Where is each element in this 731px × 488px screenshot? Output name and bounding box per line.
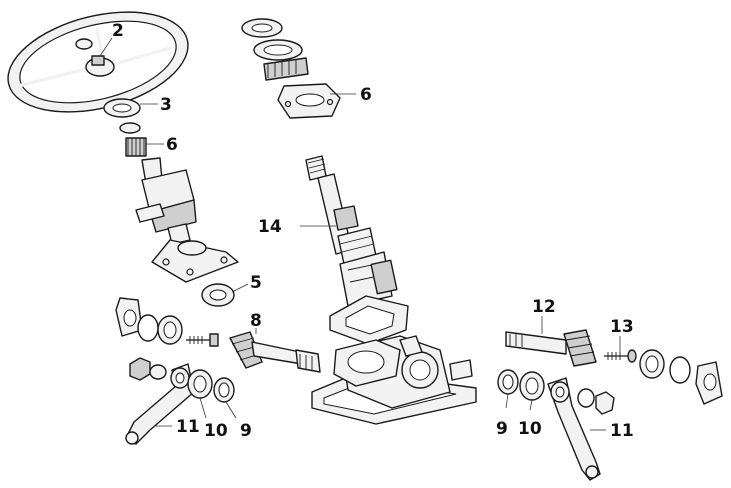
callout-10-left: 10 [204,421,228,441]
callout-6-left: 6 [166,135,178,155]
column-housing [135,157,239,283]
right-bushing-part-10 [519,371,545,401]
right-seal-part-9 [497,369,519,395]
callout-9-left: 9 [240,421,252,441]
callout-5: 5 [250,273,262,293]
bearing-stack-part-6 [241,18,341,119]
left-nut [129,357,151,381]
left-pitman-arm-part-11 [125,363,195,445]
callout-9-right: 9 [496,419,508,439]
sector-shaft-part-12 [505,329,597,367]
right-oring [669,356,691,384]
left-washer [149,364,167,380]
right-pitman-arm-part-11 [547,377,601,481]
callout-13: 13 [610,317,634,337]
worm-shaft-part-14 [305,155,398,307]
right-nut [595,391,615,415]
left-bushing-part-10 [187,369,213,399]
right-cover-plate [695,361,723,405]
callout-3: 3 [160,95,172,115]
left-seal-part-9 [213,377,235,403]
bearing-part-6-upper [125,137,147,157]
callout-2: 2 [112,21,124,41]
gearbox-housing [311,335,477,425]
left-bushing [157,315,183,345]
left-oring [137,314,159,342]
left-cover-plate [115,297,143,337]
steering-wheel [7,11,189,113]
callout-10-right: 10 [518,419,542,439]
left-adjust-screw [186,333,219,347]
callout-11-left: 11 [176,417,200,437]
sector-shaft-part-8 [229,331,321,373]
right-bushing [639,349,665,379]
callout-12: 12 [532,297,556,317]
leader-lines [99,37,621,431]
callout-6-right: 6 [360,85,372,105]
callout-14: 14 [258,217,282,237]
right-washer [577,388,595,408]
gasket [329,295,409,345]
callout-8: 8 [250,311,262,331]
bushing-part-5 [201,283,235,307]
seal-ring-part-3 [103,98,141,118]
adjust-screw-part-13 [604,349,637,363]
callout-11-right: 11 [610,421,634,441]
washer [119,122,141,134]
